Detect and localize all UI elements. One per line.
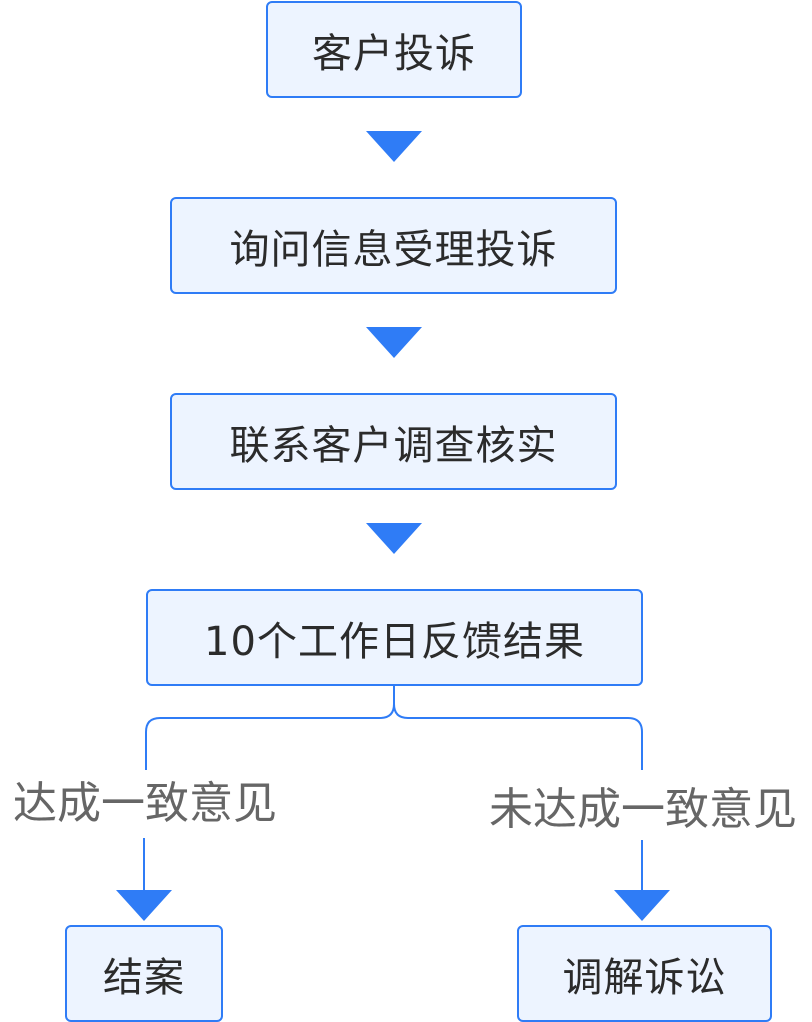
step-label: 询问信息受理投诉 [229, 226, 558, 273]
arrow-down-icon [366, 523, 422, 554]
arrow-down-icon [366, 131, 422, 162]
step-contact-verify: 联系客户调查核实 [170, 393, 617, 490]
step-label: 10个工作日反馈结果 [204, 618, 585, 665]
step-label: 客户投诉 [312, 30, 476, 77]
condition-not-agreed: 未达成一致意见 [474, 780, 812, 840]
outcome-label: 结案 [103, 954, 185, 1001]
outcome-label: 调解诉讼 [562, 954, 727, 1001]
arrow-down-icon [614, 890, 670, 921]
outcome-mediation-litigation: 调解诉讼 [517, 925, 772, 1022]
step-label: 联系客户调查核实 [229, 422, 558, 469]
branch-connector [145, 686, 395, 770]
condition-agreed: 达成一致意见 [0, 774, 290, 834]
step-inquire-accept: 询问信息受理投诉 [170, 197, 617, 294]
outcome-case-closed: 结案 [65, 925, 223, 1022]
step-feedback-result: 10个工作日反馈结果 [146, 589, 643, 686]
branch-connector [393, 703, 643, 770]
arrow-down-icon [366, 327, 422, 358]
step-customer-complaint: 客户投诉 [266, 1, 522, 98]
arrow-down-icon [116, 890, 172, 921]
